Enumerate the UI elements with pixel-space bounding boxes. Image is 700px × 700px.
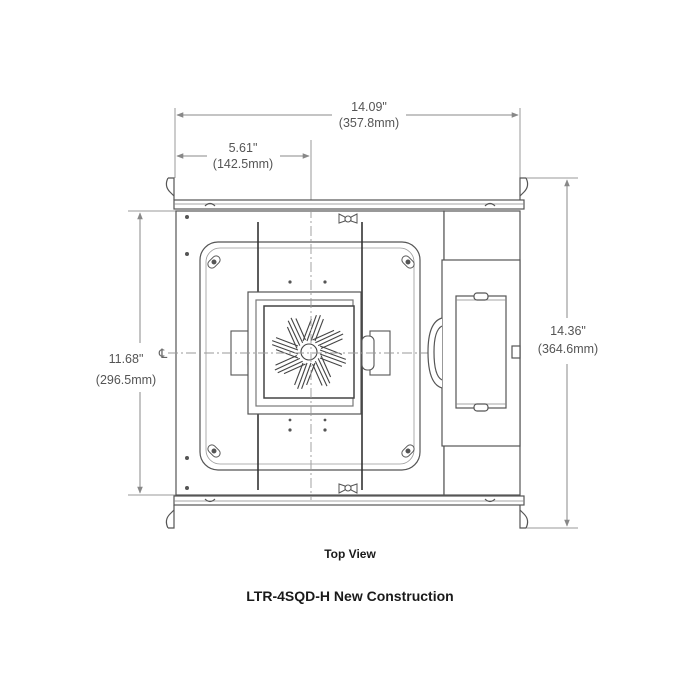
overall-height-metric: (364.6mm) bbox=[538, 342, 598, 356]
heat-sink-fin bbox=[312, 329, 335, 341]
center-offset-imperial: 5.61" bbox=[229, 141, 258, 155]
dimension-overall-height: 14.36" (364.6mm) bbox=[524, 177, 598, 529]
heat-sink-fin bbox=[274, 357, 301, 371]
overall-width-imperial: 14.09" bbox=[351, 100, 387, 114]
corner-clip-icons bbox=[207, 255, 415, 458]
heat-sink-fin bbox=[290, 317, 304, 344]
dimension-center-offset: 5.61" (142.5mm) bbox=[176, 140, 312, 240]
heat-sink-fin bbox=[277, 360, 303, 374]
heat-sink-fin bbox=[297, 362, 308, 390]
heat-sink-fin bbox=[294, 362, 304, 386]
heat-sink-fin bbox=[314, 360, 328, 387]
heat-sink-fin bbox=[320, 338, 343, 349]
wing-nut-icons bbox=[338, 213, 358, 494]
heat-sink-fin bbox=[319, 353, 347, 364]
heat-sink-fin bbox=[314, 318, 324, 342]
heat-sink-fin bbox=[295, 318, 306, 341]
overall-width-metric: (357.8mm) bbox=[339, 116, 399, 130]
dimension-overall-width: 14.09" (357.8mm) bbox=[174, 100, 521, 178]
heat-sink-fin bbox=[319, 357, 343, 367]
heat-sink-fin bbox=[302, 318, 312, 342]
heat-sink-fin bbox=[275, 355, 298, 366]
heat-sink-fin bbox=[317, 333, 344, 347]
overall-height-imperial: 14.36" bbox=[550, 324, 586, 338]
heat-sink-fin bbox=[310, 314, 321, 342]
heat-sink-fin bbox=[317, 358, 331, 384]
junction-box bbox=[427, 210, 521, 496]
heat-sink-fin bbox=[312, 363, 323, 386]
heat-sink-fin bbox=[306, 314, 317, 342]
dimension-frame-height: 11.68" (296.5mm) bbox=[96, 210, 176, 496]
frame-height-metric: (296.5mm) bbox=[96, 373, 156, 387]
heat-sink-icon bbox=[271, 314, 347, 390]
heat-sink-fin bbox=[275, 337, 299, 347]
heat-sink-fin bbox=[319, 349, 347, 360]
heat-sink-fin bbox=[287, 320, 301, 346]
heat-sink-fin bbox=[301, 362, 312, 390]
heat-sink-fin bbox=[283, 363, 306, 375]
frame-height-imperial: 11.68" bbox=[109, 352, 144, 366]
heat-sink-fin bbox=[275, 349, 299, 359]
heat-sink-fin bbox=[271, 340, 299, 351]
heat-sink-fin bbox=[320, 355, 332, 378]
heat-sink-fin bbox=[271, 344, 299, 355]
bottom-mounting-bar bbox=[165, 495, 529, 529]
heat-sink-fin bbox=[315, 330, 341, 344]
centerline-symbol: ℄ bbox=[158, 347, 168, 362]
mounting-holes bbox=[185, 215, 327, 490]
center-offset-metric: (142.5mm) bbox=[213, 157, 273, 171]
model-title: LTR-4SQD-H New Construction bbox=[246, 588, 454, 604]
heat-sink-fin bbox=[286, 326, 298, 349]
view-label: Top View bbox=[324, 547, 376, 561]
top-mounting-bar bbox=[165, 177, 529, 210]
